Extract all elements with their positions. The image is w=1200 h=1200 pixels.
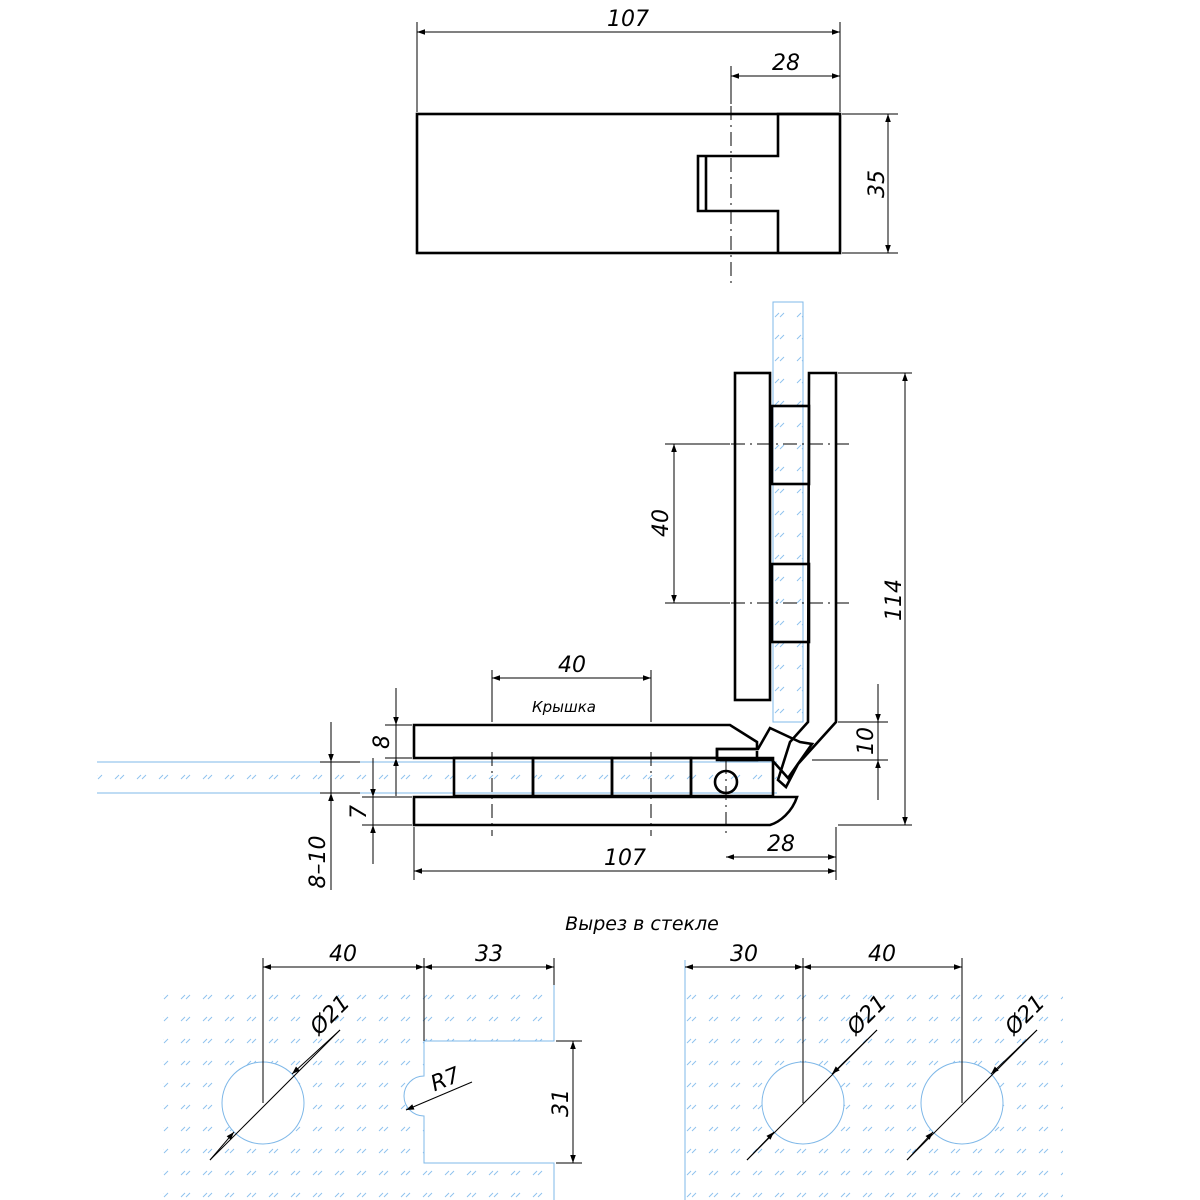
hinge-body: [776, 371, 838, 790]
dim-40-horizontal: 40: [558, 653, 586, 678]
dim-114: 114: [882, 579, 907, 621]
vertical-outer-plate: [733, 371, 772, 702]
hinge-base-lip: [720, 751, 759, 762]
horizontal-cover: [412, 723, 759, 760]
dim-cut-40-right: 40: [868, 942, 896, 967]
vertical-glass: [772, 301, 804, 723]
dim-28-top: 28: [772, 51, 800, 76]
cutout-right: 30 40 Ø21 Ø21: [684, 942, 1063, 1200]
dim-line-radius: [405, 1081, 473, 1111]
dim-line-dia-right-1-arrow-2: [746, 1131, 775, 1161]
top-view: 107 28 35: [415, 7, 898, 288]
dim-10: 10: [854, 727, 879, 755]
top-view-body: [415, 112, 842, 255]
dim-107-bottom: 107: [604, 846, 646, 871]
glass-left-cut-edge: [403, 985, 555, 1200]
dim-cut-40-left: 40: [329, 942, 357, 967]
dim-line-dia-right-2-arrow-2: [906, 1131, 934, 1161]
side-view: 114 40 10 40 Крышка 8 7: [97, 301, 912, 890]
dim-line-dia-right-2-arrow-1: [990, 1029, 1038, 1075]
cutout-left: 40 33 Ø21 R7 31: [163, 942, 582, 1200]
dim-line-dia-left-arrow-1: [291, 1029, 341, 1075]
dim-line-dia-left-arrow-2: [209, 1131, 235, 1161]
glass-left-region: [163, 990, 554, 1200]
horizontal-glass: [97, 762, 777, 793]
dim-cut-31: 31: [549, 1089, 574, 1117]
cutout-title: Вырез в стекле: [565, 913, 719, 935]
top-view-slot: [696, 112, 840, 253]
dim-107-top: 107: [607, 7, 649, 32]
dim-cut-30: 30: [730, 942, 758, 967]
dim-40-vertical: 40: [649, 509, 674, 537]
dim-radius: R7: [427, 1063, 464, 1097]
dim-7: 7: [347, 805, 372, 819]
dim-35: 35: [865, 170, 890, 198]
cover-label: Крышка: [532, 698, 596, 716]
dim-28-bottom: 28: [767, 832, 795, 857]
dim-line-dia-right-1-arrow-1: [831, 1029, 878, 1075]
dim-8: 8: [370, 735, 395, 749]
dim-glass-thickness: 8–10: [306, 836, 331, 889]
dim-cut-33: 33: [475, 942, 503, 967]
horizontal-bottom-plate: [412, 795, 799, 827]
